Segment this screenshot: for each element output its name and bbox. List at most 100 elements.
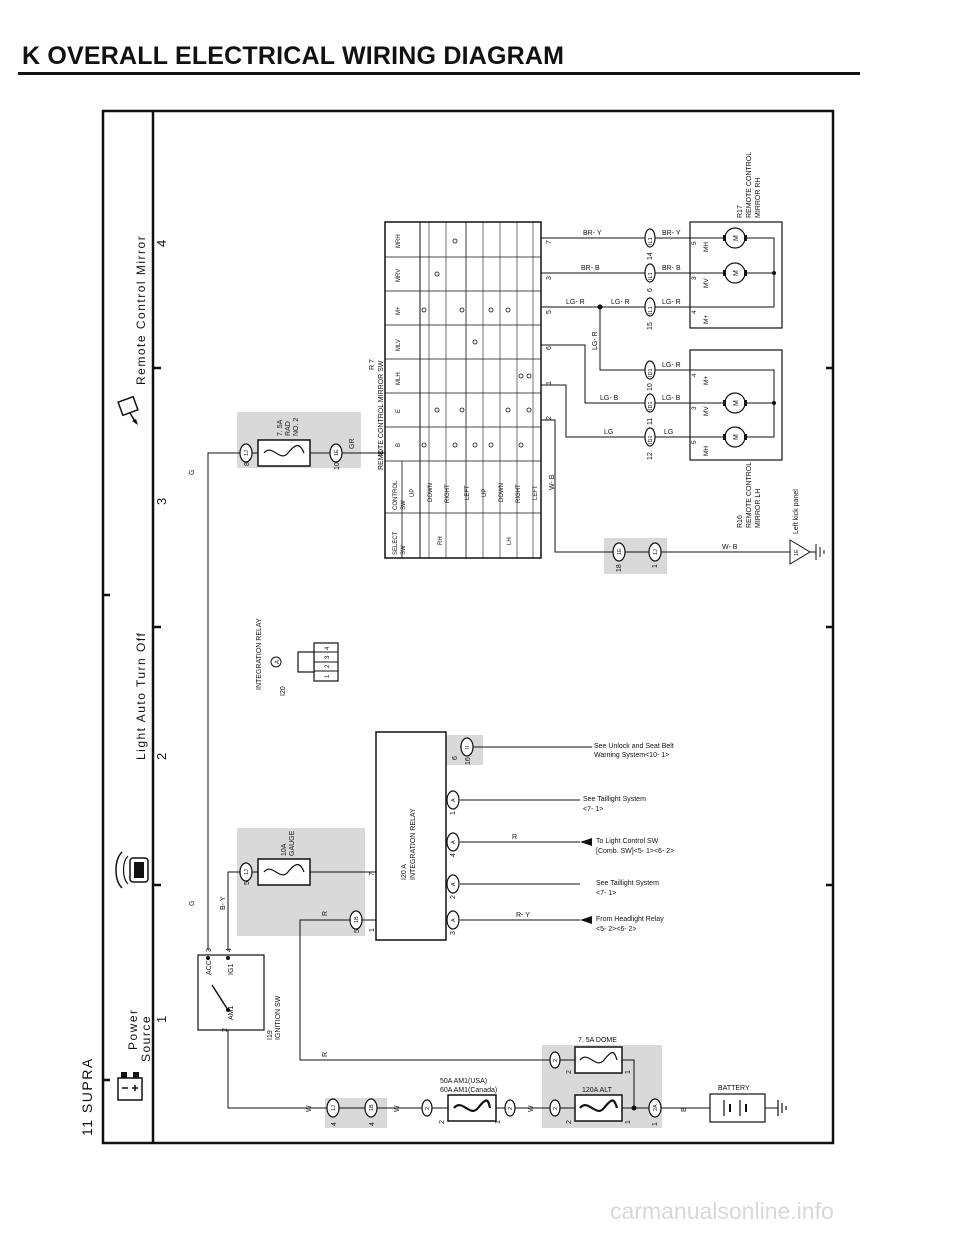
fuse-dome-label: 7. 5A DOME xyxy=(578,1037,617,1044)
mirror-lh-label: R16 REMOTE CONTROL MIRROR LH xyxy=(737,460,762,528)
mirror-lh-junction xyxy=(772,401,776,405)
power-source-line2: Source xyxy=(139,1015,153,1062)
rh-pin-4: 4 xyxy=(691,310,698,314)
rh-mplus: M+ xyxy=(703,315,710,324)
wire-gr: GR xyxy=(349,439,356,450)
fuse-alt-label: 120A ALT xyxy=(582,1087,613,1094)
conn-face-letter: A xyxy=(275,660,281,664)
conn-1b-relay: 1B xyxy=(354,916,360,923)
conn-2-b: 2 xyxy=(508,1107,514,1110)
wire-lg-r-2: LG- R xyxy=(611,299,630,306)
pin-10-rad: 10 xyxy=(334,462,341,470)
headlight-icon xyxy=(115,851,149,889)
wire-lg-b-2: LG- B xyxy=(662,395,681,402)
conn-1j-ground: 1J xyxy=(653,549,659,555)
wire-w-b-1: W- B xyxy=(549,474,556,490)
watermark: carmanualsonline.info xyxy=(610,1198,834,1224)
fuse-am1-label: 50A AM1(USA) 60A AM1(Canada) xyxy=(440,1078,497,1094)
conn-a-1: A xyxy=(451,798,457,802)
fuse-alt xyxy=(574,1094,623,1122)
connector-ovals xyxy=(239,228,662,1118)
row-left-lh: LEFT xyxy=(533,485,539,500)
motor-lh-v: M xyxy=(723,392,747,414)
pin-14-il1: 14 xyxy=(647,252,654,260)
ign-pin-4: 4 xyxy=(226,948,233,952)
row-up-rh: UP xyxy=(410,489,416,497)
pin-10-id1: 10 xyxy=(647,383,654,391)
motor-terminal-labels: MH MV M+ MH MV M+ 5 3 4 5 3 4 xyxy=(691,241,710,456)
conn-pin-4: 4 xyxy=(325,646,331,650)
relay-connector-id: I20 xyxy=(280,686,287,696)
wire-br-b-1: BR- B xyxy=(581,265,600,272)
page-title: K OVERALL ELECTRICAL WIRING DIAGRAM xyxy=(22,42,565,70)
ign-ig1-label: IG1 xyxy=(228,964,235,975)
pin-1-am1: 1 xyxy=(495,1120,502,1124)
mirror-sw-label: R 7 REMOTE CONTROL MIRROR SW xyxy=(369,357,385,470)
pin-4-1j: 4 xyxy=(331,1122,338,1126)
conn-id1-lgr: ID1 xyxy=(648,368,654,377)
fuse-gauge-line1: 10A xyxy=(281,843,288,856)
section-ticks xyxy=(103,366,833,1082)
rh-pin-3: 3 xyxy=(691,276,698,280)
wire-lg-1: LG xyxy=(604,429,613,436)
pin-11-id1: 11 xyxy=(647,418,654,425)
model-label: 11 SUPRA xyxy=(79,1057,95,1136)
lh-mv: MV xyxy=(703,406,710,416)
sw-pin-3: 3 xyxy=(546,276,553,280)
conn-a-3: A xyxy=(451,882,457,886)
rh-pin-5: 5 xyxy=(691,241,698,245)
battery-label: BATTERY xyxy=(718,1085,750,1092)
row-down-rh: DOWN xyxy=(428,483,434,502)
wire-w-3: W xyxy=(528,1105,535,1112)
battery-icon xyxy=(117,1072,143,1101)
ign-am1-label: AM1 xyxy=(228,1006,235,1021)
relay-connector-title: INTEGRATION RELAY I20 xyxy=(256,616,287,696)
conn-pin-3: 3 xyxy=(325,655,331,659)
fuse-rad-line2: RAD xyxy=(285,421,292,436)
mirror-switch-rows xyxy=(428,222,534,558)
wire-b: B xyxy=(681,1107,688,1112)
ignition-sw-id: I19 xyxy=(267,1030,274,1040)
power-source-line1: Power xyxy=(126,1008,140,1050)
mirror-sw-name: REMOTE CONTROL MIRROR SW xyxy=(378,360,385,470)
wire-r-y: R- Y xyxy=(516,912,530,919)
switch-pins: 8 2 1 6 5 3 7 xyxy=(378,240,553,455)
conn-id1-lgb: ID1 xyxy=(648,401,654,410)
fuse-rad-label: 7. 5A RAD NO. 2 xyxy=(277,418,300,436)
lh-pin-4: 4 xyxy=(691,373,698,377)
grid-number-1: 1 xyxy=(154,1016,169,1023)
pin-1-relay: 1 xyxy=(450,811,457,815)
note-taillight-2: See Taillight System<7- 1> xyxy=(596,880,659,897)
junction-dots xyxy=(597,304,637,1111)
wire-br-y-2: BR- Y xyxy=(662,230,681,237)
hdr-m-plus: M+ xyxy=(396,306,402,315)
note-headlight: From Headlight Relay<5- 2><6- 2> xyxy=(596,916,664,933)
mirror-sw-id: R 7 xyxy=(369,359,376,370)
sw-pin-1: 1 xyxy=(546,381,553,385)
section-title-mirror: Remote Control Mirror xyxy=(134,235,148,385)
conn-a-4: A xyxy=(451,918,457,922)
row-up-lh: UP xyxy=(482,489,488,497)
wire-g-upper: G xyxy=(189,470,196,475)
wire-lg-r-v: LG- R xyxy=(592,331,599,350)
row-right-rh: RIGHT xyxy=(445,484,451,503)
grid-number-3: 3 xyxy=(154,498,169,505)
conn-2-a: 2 xyxy=(425,1107,431,1110)
row-down-lh: DOWN xyxy=(499,483,505,502)
sw-pin-7: 7 xyxy=(546,240,553,244)
sw-pin-2: 2 xyxy=(546,416,553,420)
motor-rh-h: M xyxy=(723,227,747,249)
integration-relay-label: I20 A INTEGRATION RELAY xyxy=(401,808,417,880)
conn-2-c: 2 xyxy=(553,1107,559,1110)
lh-pin-3: 3 xyxy=(691,406,698,410)
mirror-rh-name2: MIRROR RH xyxy=(755,178,762,218)
conn-a-2: A xyxy=(451,840,457,844)
mirror-switch-table xyxy=(384,221,542,559)
pin-3-relay: 3 xyxy=(450,931,457,935)
rh-mv: MV xyxy=(703,278,710,288)
fuse-dome xyxy=(574,1046,623,1074)
